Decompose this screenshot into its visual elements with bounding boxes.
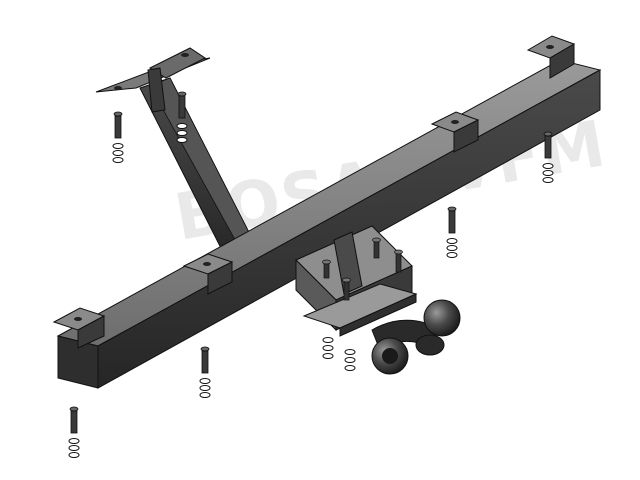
bolt-set	[68, 406, 80, 458]
crossbar-bracket-center-right	[430, 111, 480, 153]
washer-stack	[322, 337, 356, 371]
tow-ball	[371, 299, 461, 375]
bolt-set	[199, 346, 211, 398]
arm-mounting-bracket	[95, 47, 211, 113]
plate-bolts	[322, 237, 403, 301]
crossbar-bracket-left	[52, 307, 106, 349]
tow-ball-mount-plate	[295, 225, 418, 337]
crossbar-bracket-right	[526, 35, 576, 79]
bolt-set	[112, 111, 124, 163]
bolt-set	[446, 206, 458, 258]
crossbar-bracket-center-left	[182, 253, 234, 295]
